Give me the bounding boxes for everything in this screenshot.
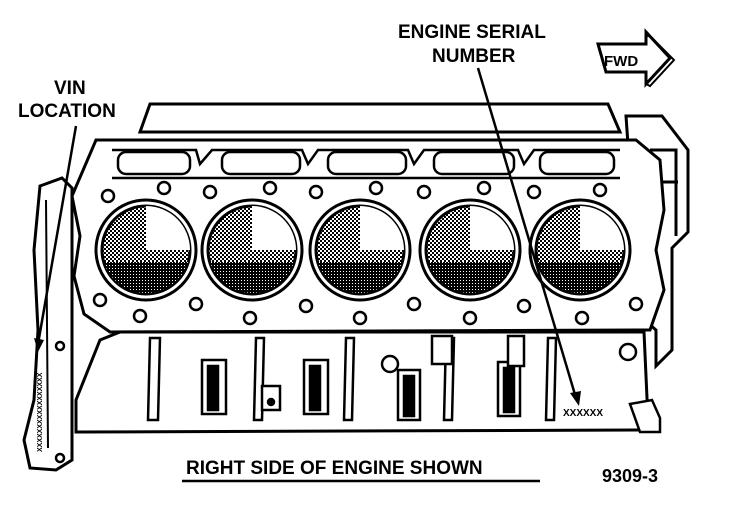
water-jacket-strip [112,148,620,180]
serial-label-line1: ENGINE SERIAL [398,22,546,43]
block-side-ribs [146,336,558,422]
block-top-lip [137,102,623,134]
fwd-arrow-icon: FWD [596,28,676,88]
cylinder-bores [94,198,632,302]
cylinder-bore-1 [94,198,198,302]
figure-number: 9309-3 [602,466,658,486]
fwd-label: FWD [604,53,638,70]
serial-leader-line [476,67,581,406]
cylinder-bore-5 [528,198,632,302]
vin-label-line1: VIN [54,78,86,99]
vin-leader-line [34,125,78,352]
head-bolt-holes-upper [100,180,608,204]
head-bolt-holes-lower [92,292,644,326]
diagram-caption: RIGHT SIDE OF ENGINE SHOWN [186,458,483,479]
serial-label-line2: NUMBER [432,46,516,67]
cylinder-bore-2 [200,198,304,302]
serial-stamp-mark: XXXXXX [563,408,603,419]
cylinder-bore-3 [308,198,412,302]
vin-pad-rail [22,176,74,472]
vin-label-line2: LOCATION [18,101,116,122]
vin-stamp-mark: XXXXXXXXXXXXXXXXX [37,372,44,452]
cylinder-bore-4 [418,198,522,302]
block-bosses [54,334,662,464]
